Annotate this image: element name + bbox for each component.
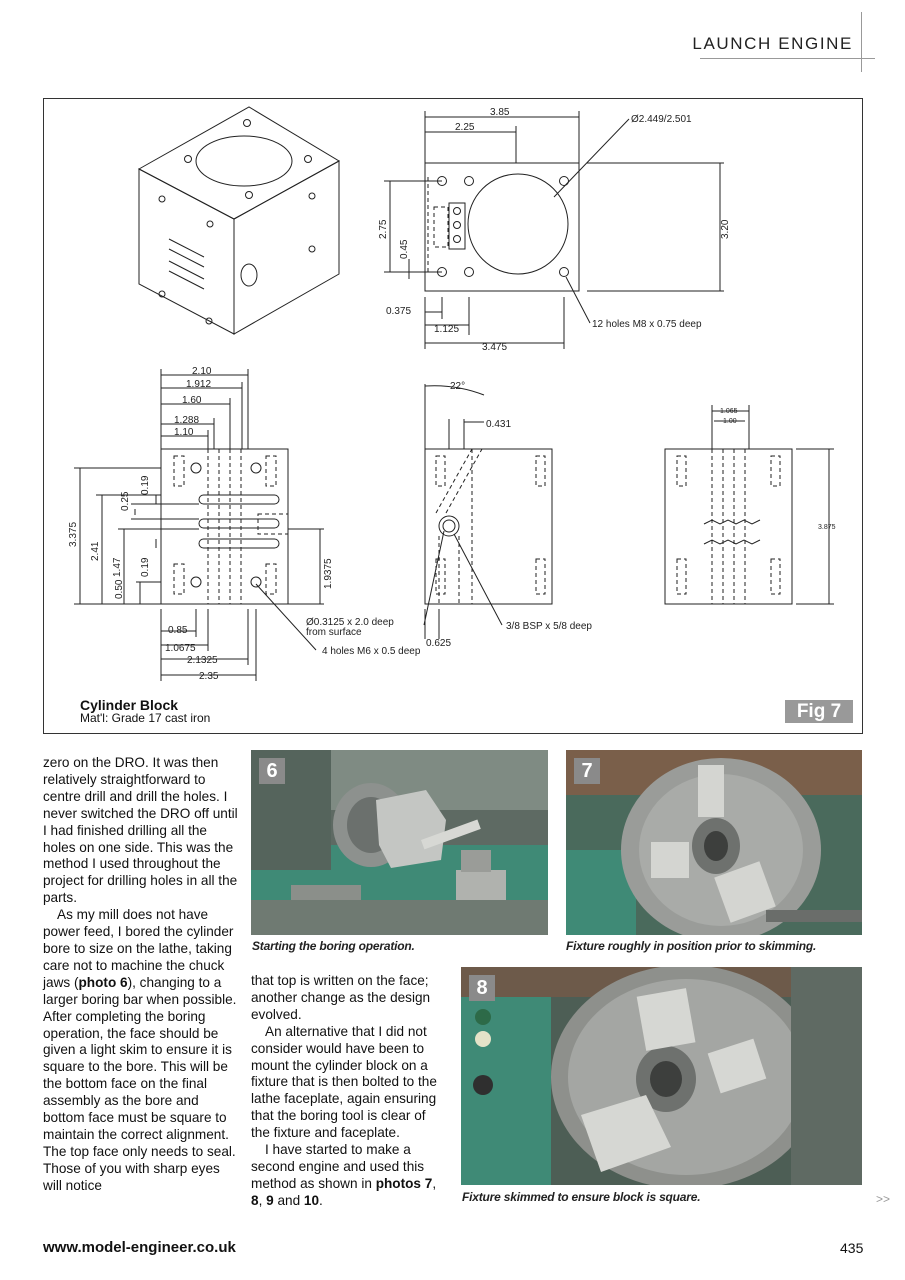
- note-drill-line2: from surface: [306, 627, 362, 638]
- photo-reference: 8: [251, 1192, 259, 1208]
- header-rule-horizontal: [700, 58, 875, 59]
- photo-7-image: [566, 750, 862, 935]
- note-m8-holes: 12 holes M8 x 0.75 deep: [592, 319, 702, 330]
- dim-bore: Ø2.449/2.501: [631, 114, 692, 125]
- note-m6-holes: 4 holes M6 x 0.5 deep: [322, 646, 421, 657]
- photo-7-caption: Fixture roughly in position prior to ski…: [566, 939, 817, 953]
- photo-number: 8: [469, 975, 495, 1001]
- photo-6: 6: [251, 750, 548, 935]
- dim-0-50: 0.50: [114, 579, 125, 599]
- dim-2-41: 2.41: [90, 541, 101, 561]
- dim-3-375: 3.375: [68, 522, 79, 547]
- photo-7: 7: [566, 750, 862, 935]
- paragraph: that top is written on the face; another…: [251, 973, 431, 1022]
- dim-0-431: 0.431: [486, 419, 511, 430]
- photo-reference: 10: [303, 1192, 320, 1208]
- paragraph: As my mill does not have power feed, I b…: [43, 907, 237, 1193]
- figure-title: Cylinder Block: [80, 697, 179, 713]
- dim-1-60: 1.60: [182, 395, 202, 406]
- dim-1-10: 1.10: [174, 427, 194, 438]
- photo-8-caption: Fixture skimmed to ensure block is squar…: [462, 1190, 701, 1204]
- photo-6-caption: Starting the boring operation.: [252, 939, 415, 953]
- dim-0-25: 0.25: [120, 491, 131, 511]
- dim-0-19-bottom: 0.19: [140, 557, 151, 577]
- dim-0-85: 0.85: [168, 625, 188, 636]
- dim-1-0675: 1.0675: [165, 643, 196, 654]
- photo-number: 6: [259, 758, 285, 784]
- dim-2-25: 2.25: [455, 122, 475, 133]
- dim-2-10: 2.10: [192, 366, 212, 377]
- dim-0-45: 0.45: [399, 239, 410, 259]
- photo-6-image: [251, 750, 548, 935]
- dim-1-912: 1.912: [186, 379, 211, 390]
- photo-8-image: [461, 967, 862, 1185]
- dim-1-9375: 1.9375: [323, 558, 334, 589]
- dim-3-875: 3.875: [818, 524, 836, 531]
- dim-1-288: 1.288: [174, 415, 199, 426]
- dim-2-75: 2.75: [378, 219, 389, 239]
- figure-drawing: 3.85 2.25 Ø2.449/2.501 2.75 0.45 3.20 0.…: [43, 98, 863, 734]
- section-header: LAUNCH ENGINE: [692, 34, 853, 53]
- photo-reference: photos 7: [375, 1175, 433, 1191]
- dim-3-475: 3.475: [482, 342, 507, 353]
- dim-1-00: 1.00: [723, 418, 737, 425]
- dim-1-125: 1.125: [434, 324, 459, 335]
- dim-3-20: 3.20: [720, 219, 731, 239]
- note-drill-line1: Ø0.3125 x 2.0 deep: [306, 617, 394, 628]
- paragraph: An alternative that I did not consider w…: [251, 1023, 437, 1141]
- photo-reference: photo 6: [78, 974, 128, 990]
- photo-8: 8: [461, 967, 862, 1185]
- engineering-drawing: 3.85 2.25 Ø2.449/2.501 2.75 0.45 3.20 0.…: [68, 106, 836, 682]
- footer-url[interactable]: www.model-engineer.co.uk: [43, 1239, 236, 1256]
- photo-reference: 9: [266, 1192, 274, 1208]
- dim-0-625: 0.625: [426, 638, 451, 649]
- paragraph: zero on the DRO. It was then relatively …: [43, 755, 238, 906]
- continue-arrow-icon: >>: [876, 1192, 891, 1206]
- paragraph: I have started to make a second engine a…: [251, 1142, 437, 1208]
- dim-1-065: 1.065: [720, 408, 738, 415]
- dim-2-35: 2.35: [199, 671, 219, 682]
- dim-1-47: 1.47: [112, 557, 123, 577]
- figure-badge: Fig 7: [785, 700, 853, 723]
- photo-number: 7: [574, 758, 600, 784]
- dim-3-85: 3.85: [490, 107, 510, 118]
- header-rule-vertical: [861, 12, 862, 72]
- dim-22-deg: 22°: [450, 381, 465, 392]
- text-column-1: zero on the DRO. It was then relatively …: [43, 755, 239, 1195]
- text-column-2: that top is written on the face; another…: [251, 973, 447, 1210]
- note-bsp: 3/8 BSP x 5/8 deep: [506, 621, 592, 632]
- figure-material: Mat'l: Grade 17 cast iron: [80, 711, 211, 725]
- page-number: 435: [840, 1240, 864, 1256]
- dim-2-1325: 2.1325: [187, 655, 218, 666]
- dim-0-375: 0.375: [386, 306, 411, 317]
- dim-0-19-top: 0.19: [140, 475, 151, 495]
